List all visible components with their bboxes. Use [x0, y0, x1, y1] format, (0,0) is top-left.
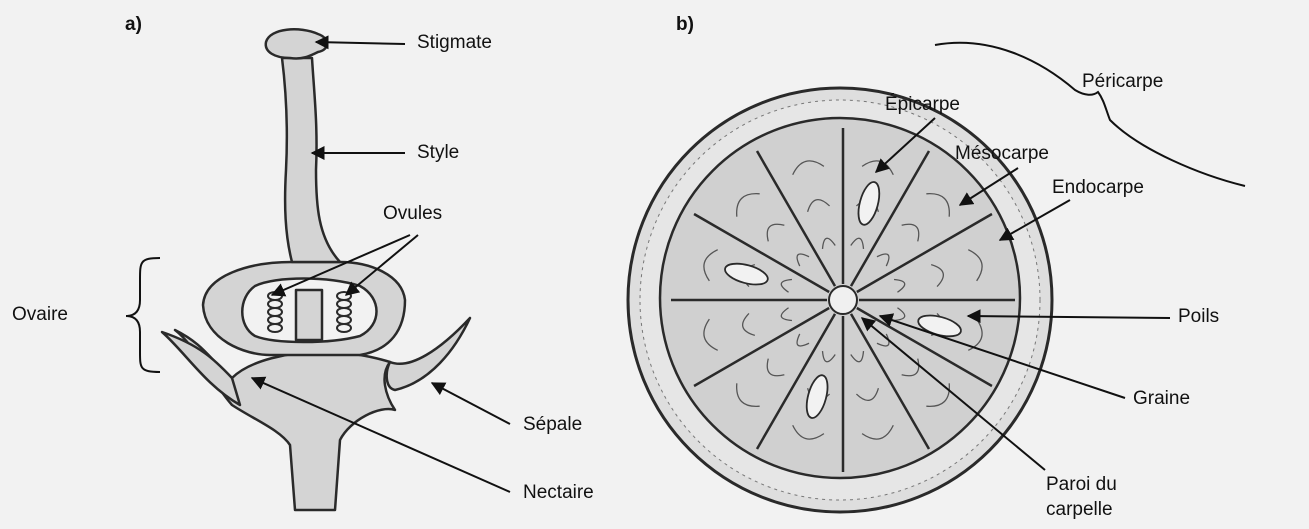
- label-ovaire: Ovaire: [12, 304, 68, 326]
- label-style: Style: [417, 142, 459, 164]
- panel-b-label: b): [676, 14, 694, 36]
- label-sepale: Sépale: [523, 414, 582, 436]
- label-paroi-line1: Paroi du: [1046, 474, 1117, 496]
- label-ovules: Ovules: [383, 203, 442, 225]
- panel-a-label: a): [125, 14, 142, 36]
- leader-sepale: [432, 383, 510, 424]
- label-poils: Poils: [1178, 306, 1219, 328]
- label-paroi-line2: carpelle: [1046, 499, 1113, 521]
- label-nectaire: Nectaire: [523, 482, 594, 504]
- label-pericarpe: Péricarpe: [1082, 71, 1163, 93]
- stigma: [266, 29, 327, 58]
- label-graine: Graine: [1133, 388, 1190, 410]
- placenta: [296, 290, 322, 340]
- pistil-drawing: [162, 29, 470, 510]
- label-endocarpe: Endocarpe: [1052, 177, 1144, 199]
- ovaire-brace: [126, 258, 160, 372]
- label-mesocarpe: Mésocarpe: [955, 143, 1049, 165]
- core: [829, 286, 857, 314]
- style: [282, 58, 340, 262]
- leader-stigmate: [316, 42, 405, 44]
- label-epicarpe: Épicarpe: [885, 94, 960, 116]
- label-stigmate: Stigmate: [417, 32, 492, 54]
